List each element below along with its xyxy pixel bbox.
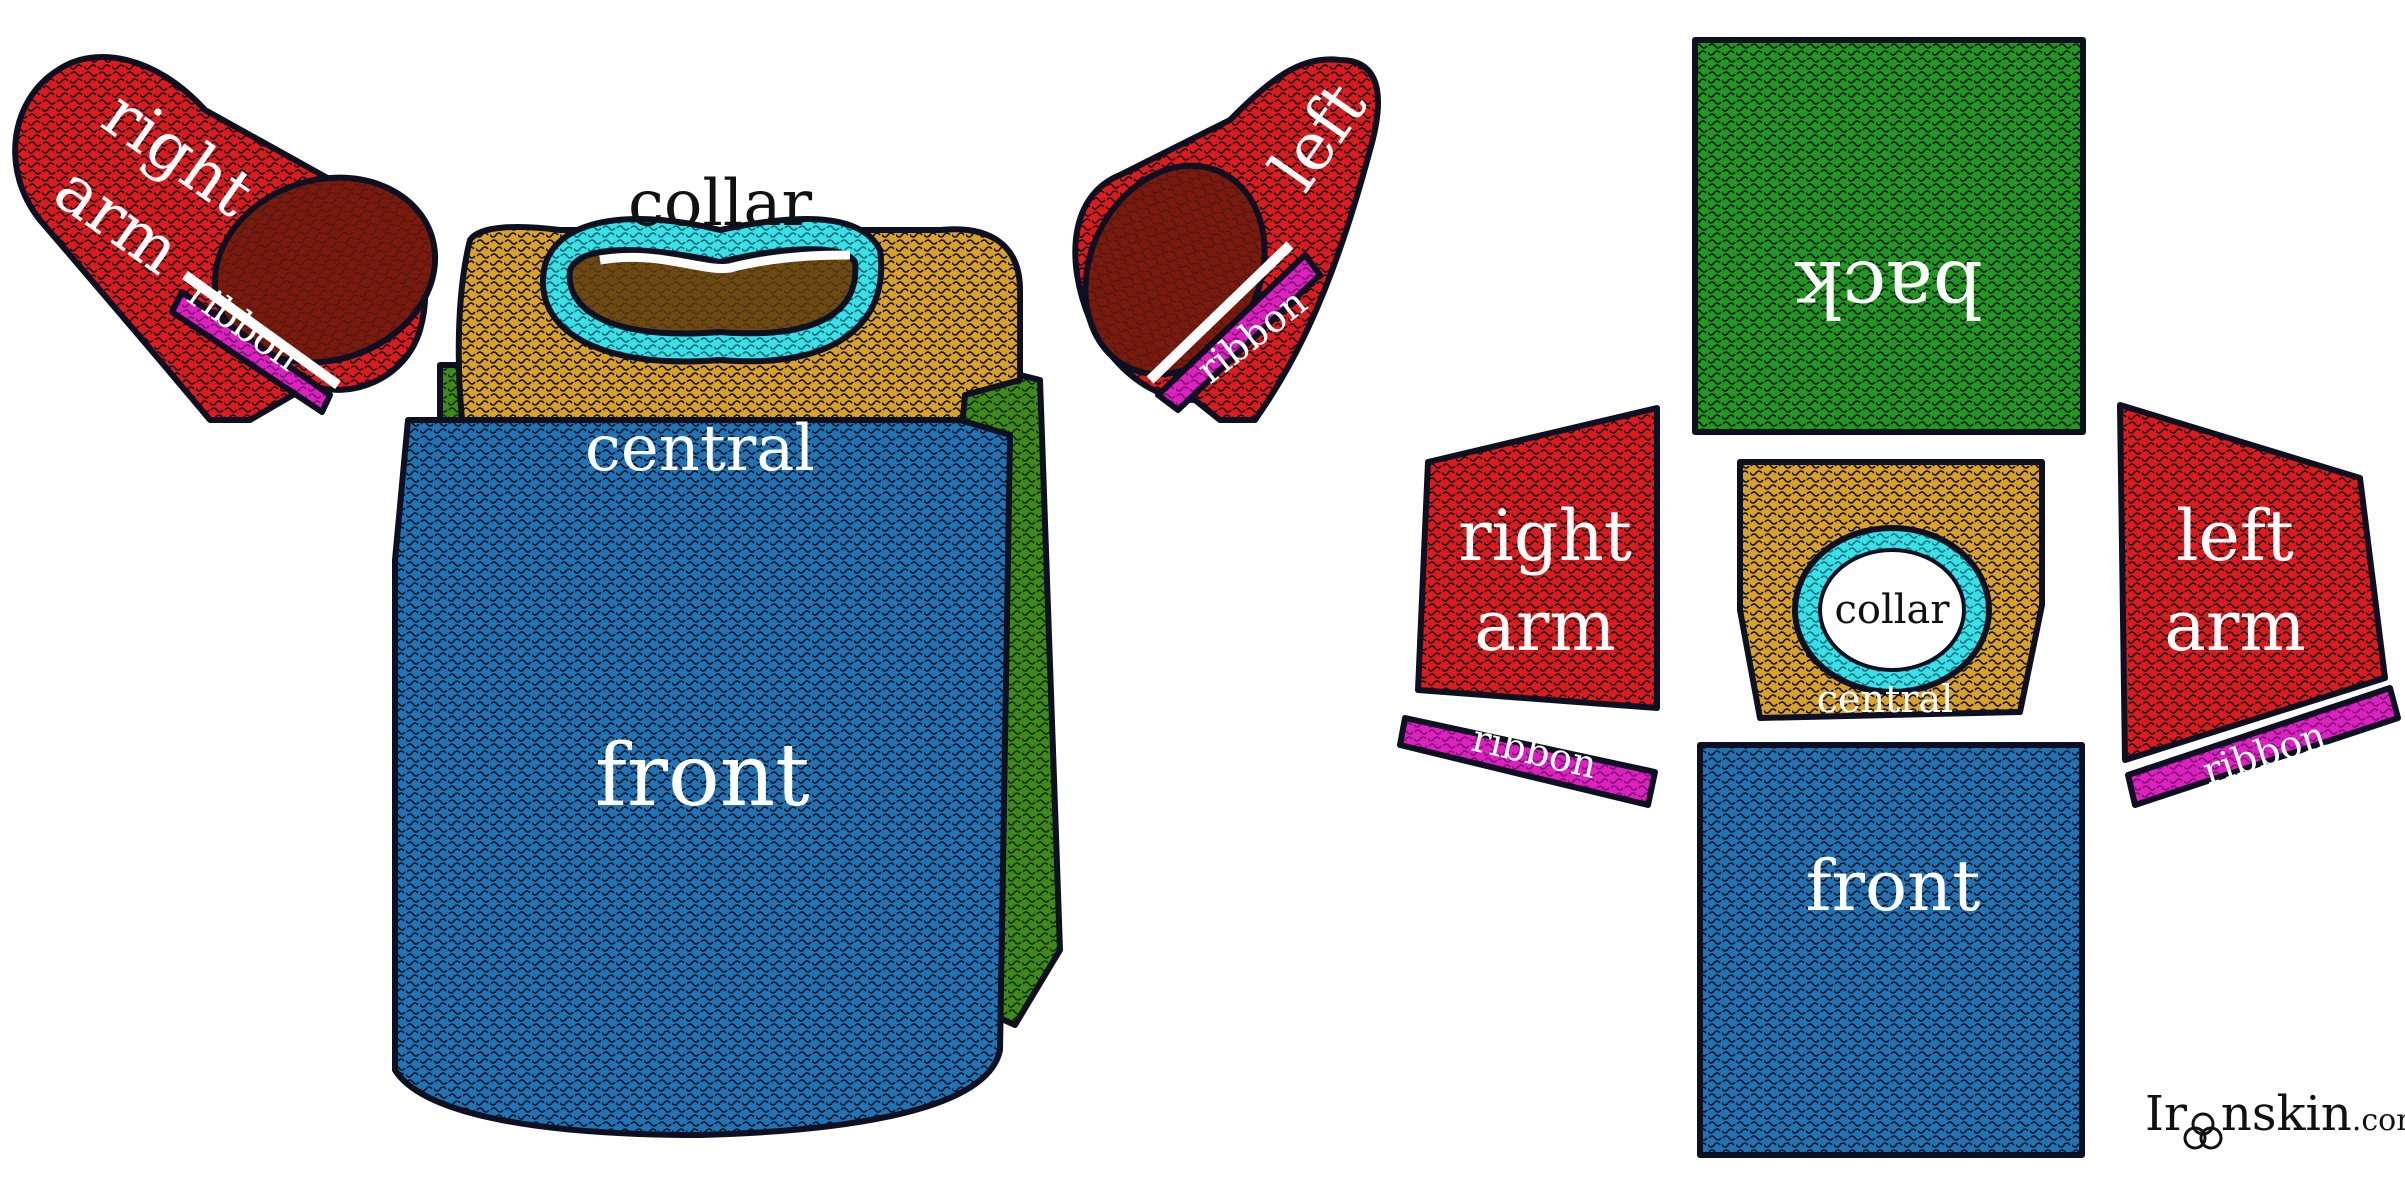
pattern-collar-hole bbox=[1818, 548, 1966, 672]
assembled-right-arm bbox=[12, 54, 439, 423]
assembled-collar bbox=[540, 215, 885, 365]
logo-knot-icon bbox=[2183, 1112, 2223, 1150]
flat-pattern: back right arm ribbon collar central lef… bbox=[1397, 37, 2401, 1158]
pattern-right-arm-label-2: arm bbox=[1474, 585, 1616, 667]
assembled-garment: right arm ribbon left arm ribbon collar … bbox=[12, 54, 1470, 1138]
assembled-central-label: central bbox=[585, 412, 815, 486]
pattern-left-arm-label-1: left bbox=[2176, 495, 2294, 577]
pattern-right-arm-label-1: right bbox=[1458, 495, 1632, 577]
logo-text-post: nskin bbox=[2221, 1086, 2352, 1142]
pattern-central-label: central bbox=[1817, 677, 1954, 721]
pattern-left-arm-label-2: arm bbox=[2164, 585, 2306, 667]
assembled-front-label: front bbox=[595, 726, 810, 826]
logo-text-pre: Ir bbox=[2145, 1086, 2187, 1142]
logo-suffix: .com bbox=[2352, 1103, 2405, 1138]
assembled-collar-label: collar bbox=[628, 167, 812, 241]
pattern-front-label: front bbox=[1806, 845, 1981, 927]
pattern-collar-label: collar bbox=[1834, 587, 1950, 633]
assembled-left-arm bbox=[1072, 56, 1381, 423]
pattern-back-label: back bbox=[1795, 243, 1983, 333]
